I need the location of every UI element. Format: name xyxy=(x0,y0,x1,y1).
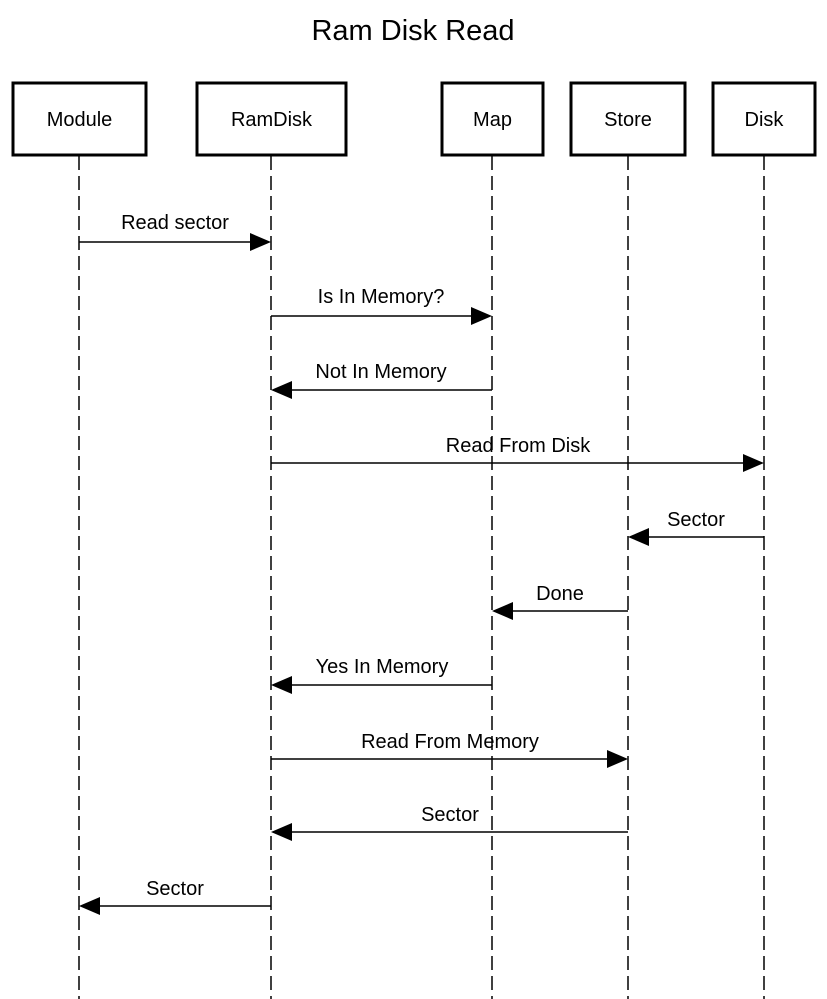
lifelines xyxy=(78,156,765,999)
message-label: Read From Memory xyxy=(361,731,539,753)
arrowhead-left xyxy=(492,602,513,620)
message-label: Not In Memory xyxy=(315,361,446,383)
message-done: Done xyxy=(492,583,628,620)
arrowhead-right xyxy=(743,454,764,472)
participant-module: Module xyxy=(11,81,148,157)
message-label: Yes In Memory xyxy=(316,656,449,678)
message-is-in-memory: Is In Memory? xyxy=(271,286,492,325)
arrowhead-left xyxy=(79,897,100,915)
arrowhead-right xyxy=(471,307,492,325)
message-read-sector: Read sector xyxy=(79,212,271,251)
message-sector-to-ramdisk: Sector xyxy=(271,804,628,841)
participant-label: Map xyxy=(473,109,512,131)
arrowhead-left xyxy=(271,676,292,694)
message-label: Sector xyxy=(146,878,204,900)
message-label: Sector xyxy=(667,509,725,531)
arrowhead-right xyxy=(607,750,628,768)
participant-label: Disk xyxy=(745,109,785,131)
message-label: Is In Memory? xyxy=(318,286,445,308)
arrowhead-left xyxy=(271,823,292,841)
diagram-title: Ram Disk Read xyxy=(311,15,514,47)
arrowhead-left xyxy=(628,528,649,546)
message-yes-in-memory: Yes In Memory xyxy=(271,656,492,694)
participant-box xyxy=(440,81,545,157)
participant-box xyxy=(711,81,817,157)
participant-disk: Disk xyxy=(711,81,817,157)
message-sector-to-module: Sector xyxy=(79,878,271,915)
participant-box xyxy=(195,81,348,157)
message-label: Read sector xyxy=(121,212,229,234)
message-not-in-memory: Not In Memory xyxy=(271,361,492,399)
participant-label: Store xyxy=(604,109,652,131)
participant-box xyxy=(11,81,148,157)
arrowhead-right xyxy=(250,233,271,251)
message-read-from-disk: Read From Disk xyxy=(271,435,764,472)
message-label: Read From Disk xyxy=(446,435,591,457)
participant-label: RamDisk xyxy=(231,109,313,131)
message-read-from-memory: Read From Memory xyxy=(271,731,628,768)
message-label: Done xyxy=(536,583,584,605)
participant-ramdisk: RamDisk xyxy=(195,81,348,157)
message-label: Sector xyxy=(421,804,479,826)
arrowhead-left xyxy=(271,381,292,399)
participant-label: Module xyxy=(47,109,113,131)
participant-box xyxy=(569,81,687,157)
participant-store: Store xyxy=(569,81,687,157)
message-sector-to-store: Sector xyxy=(628,509,764,546)
participant-map: Map xyxy=(440,81,545,157)
